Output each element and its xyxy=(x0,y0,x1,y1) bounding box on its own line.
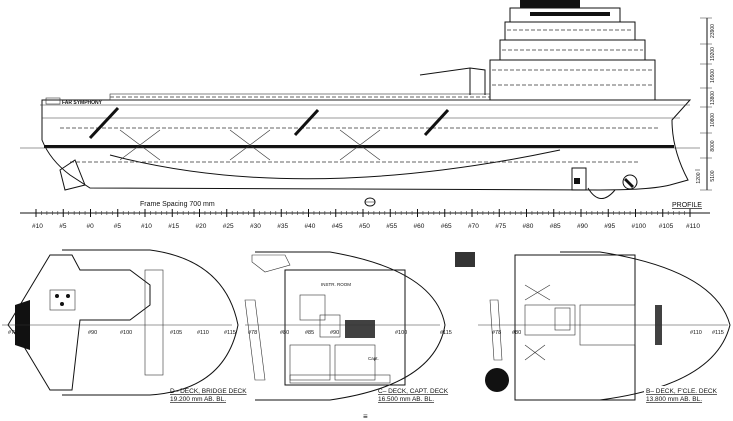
height-label: 19200 xyxy=(710,47,716,61)
capt-room-label: Capt. xyxy=(368,356,379,361)
height-label: 23900 xyxy=(710,24,716,38)
height-label: 5100 xyxy=(710,170,716,181)
frame-label: #90 xyxy=(577,223,588,230)
frame-label: #85 xyxy=(550,223,561,230)
d-deck-title: D– DECK, BRIDGE DECK xyxy=(170,388,247,395)
frame-label: #75 xyxy=(495,223,506,230)
superstructure xyxy=(419,0,656,101)
plan-frame-label: #105 xyxy=(170,330,182,336)
plan-frame-label: #115 xyxy=(712,330,724,336)
frame-label: #30 xyxy=(250,223,261,230)
plan-frame-label: #110 xyxy=(690,330,702,336)
frame-label: #40 xyxy=(305,223,316,230)
profile-view-label: PROFILE xyxy=(672,202,702,209)
d-deck-elevation: 19.200 mm AB. BL. xyxy=(170,396,226,403)
frame-label: #60 xyxy=(414,223,425,230)
instr-room-label: INSTR. ROOM xyxy=(321,282,351,287)
frame-label: #55 xyxy=(386,223,397,230)
height-label: 13800 xyxy=(710,91,716,105)
frame-scale: #10 #5 #0 #5 #10 #15 #20 #25 #30 #35 #40 #45 #50 #55 #… xyxy=(20,209,710,230)
plan-frame-label: #78 xyxy=(248,330,257,336)
frame-spacing-note: Frame Spacing 700 mm xyxy=(140,201,215,208)
b-deck-plan xyxy=(455,251,731,401)
anchor-symbol xyxy=(364,197,376,207)
frame-label: #5 xyxy=(59,223,67,230)
frame-label: #15 xyxy=(168,223,179,230)
plan-frame-label: #78 xyxy=(492,330,501,336)
plan-frame-label: #115 xyxy=(440,330,452,336)
b-deck-elevation: 13.800 mm AB. BL. xyxy=(646,396,702,403)
c-deck-elevation: 16.500 mm AB. BL. xyxy=(378,396,434,403)
plan-frame-label: #78 xyxy=(8,330,17,336)
height-dimensions xyxy=(695,17,712,191)
plan-frame-label: #115 xyxy=(224,330,236,336)
plan-frame-label: #85 xyxy=(305,330,314,336)
frame-label: #105 xyxy=(659,223,674,230)
b-deck-title: B– DECK, F'CLE. DECK xyxy=(646,388,718,395)
frame-label: #110 xyxy=(686,223,700,230)
frame-label: #100 xyxy=(632,223,647,230)
frame-label: #80 xyxy=(523,223,534,230)
waterline-band xyxy=(44,145,674,148)
plan-frame-label: #100 xyxy=(395,330,407,336)
frame-label: #5 xyxy=(114,223,122,230)
c-deck-title: C– DECK, CAPT. DECK xyxy=(378,388,449,395)
frame-label: #70 xyxy=(468,223,479,230)
plan-frame-label: #110 xyxy=(197,330,209,336)
frame-label: #45 xyxy=(332,223,343,230)
frame-label: #10 xyxy=(32,223,43,230)
frame-label: #25 xyxy=(223,223,234,230)
height-label: 8000 xyxy=(710,140,716,151)
ship-profile: FAR SYMPHONY Frame Spacing 700 mm PROFIL… xyxy=(20,0,712,209)
height-label: 16500 xyxy=(710,69,716,83)
c-deck-plan: INSTR. ROOM Capt. xyxy=(244,251,446,401)
footer-mark: ≡ xyxy=(363,412,368,421)
hull-outline xyxy=(41,99,692,191)
frame-label: #95 xyxy=(604,223,615,230)
frame-label: #35 xyxy=(277,223,288,230)
frame-label: #10 xyxy=(141,223,152,230)
height-label: 10800 xyxy=(710,113,716,127)
ship-name: FAR SYMPHONY xyxy=(62,100,103,106)
plan-frame-label: #100 xyxy=(120,330,132,336)
plan-frame-label: #90 xyxy=(330,330,339,336)
frame-label: #0 xyxy=(87,223,95,230)
frame-label: #50 xyxy=(359,223,370,230)
plan-frame-label: #80 xyxy=(280,330,289,336)
deck-titles: D– DECK, BRIDGE DECK 19.200 mm AB. BL. C… xyxy=(170,386,732,403)
frame-label: #20 xyxy=(196,223,207,230)
d-deck-plan xyxy=(2,249,239,396)
plan-frame-label: #80 xyxy=(512,330,521,336)
plan-frame-label: #90 xyxy=(88,330,97,336)
winch-icon xyxy=(485,368,509,392)
propeller-icon xyxy=(622,174,638,190)
height-label: 1200 xyxy=(696,172,702,183)
frame-label: #65 xyxy=(441,223,452,230)
